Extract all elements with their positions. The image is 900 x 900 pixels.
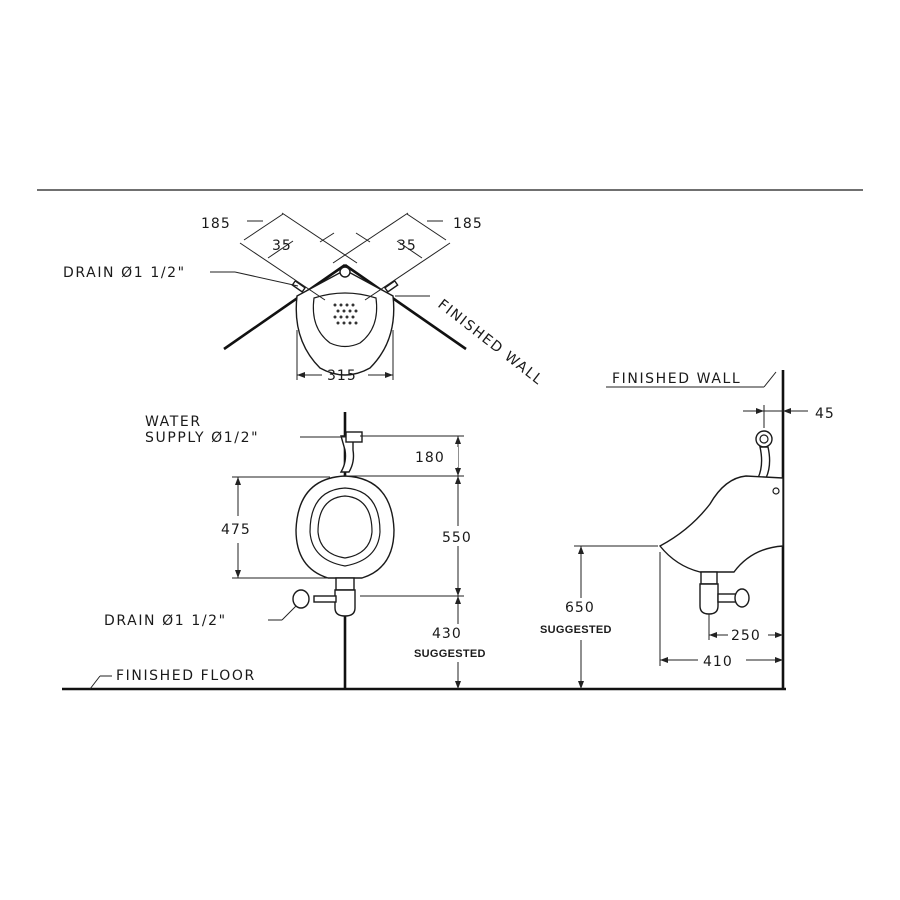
drain-flange (292, 589, 310, 609)
plan-lug-right (383, 279, 399, 293)
dim-410: 410 (703, 654, 733, 670)
front-drain-label: DRAIN Ø1 1/2" (104, 613, 227, 629)
dim-430-note: SUGGESTED (414, 648, 486, 660)
drain-outlet (313, 595, 337, 603)
dim-185-left: 185 (201, 216, 231, 232)
side-supply-valve (755, 430, 773, 448)
dim-550: 550 (442, 530, 472, 546)
dim-475: 475 (221, 522, 251, 538)
top-view: 185 35 35 185 DRAIN Ø1 1/2" FINISHED WAL… (63, 212, 547, 389)
floor-label: FINISHED FLOOR (116, 668, 256, 684)
plan-inlet (339, 266, 351, 278)
urinal-front-inner (317, 495, 373, 559)
plan-wall-label: FINISHED WALL (435, 297, 547, 389)
urinal-side-body (658, 475, 784, 573)
dim-650: 650 (565, 600, 595, 616)
side-drain-flange (734, 588, 750, 608)
front-view: FINISHED FLOOR WATER SUPPLY Ø1/2" DRAIN … (62, 412, 786, 691)
dim-250: 250 (731, 628, 761, 644)
plan-drain-label: DRAIN Ø1 1/2" (63, 265, 186, 281)
dim-35-left: 35 (272, 238, 292, 254)
dim-180: 180 (415, 450, 445, 466)
dim-45: 45 (815, 406, 835, 422)
supply-valve (345, 431, 363, 443)
corner-wall-left (223, 263, 346, 351)
drain-trap (334, 589, 356, 617)
corner-wall-right (344, 263, 467, 351)
dim-650-note: SUGGESTED (540, 624, 612, 636)
side-drain-trap (699, 583, 719, 615)
side-drain-neck (700, 571, 718, 585)
side-wall-label: FINISHED WALL (612, 371, 741, 387)
urinal-front-bowl (309, 487, 381, 567)
water-label-1: WATER (145, 414, 202, 430)
urinal-plan-bowl (312, 292, 378, 348)
drain-neck (335, 577, 355, 591)
side-view: FINISHED WALL 45 650 SUGGESTED (540, 370, 835, 689)
plan-lug-left (291, 279, 307, 293)
dim-315: 315 (327, 368, 357, 384)
water-label-2: SUPPLY Ø1/2" (145, 430, 259, 446)
supply-pipe (339, 435, 355, 473)
dim-185-right: 185 (453, 216, 483, 232)
strainer-dots (333, 303, 358, 325)
dim-35-right: 35 (397, 238, 417, 254)
dim-430: 430 (432, 626, 462, 642)
side-supply-pipe (756, 446, 771, 479)
